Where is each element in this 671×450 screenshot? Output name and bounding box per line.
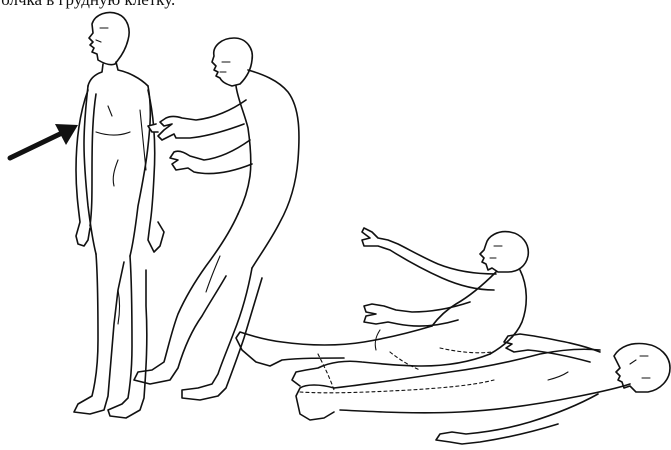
sitting-person [236,228,528,390]
lying-person [296,334,670,444]
helper-person [134,38,299,400]
standing-person [74,12,164,418]
arrow-right-icon [10,124,78,158]
